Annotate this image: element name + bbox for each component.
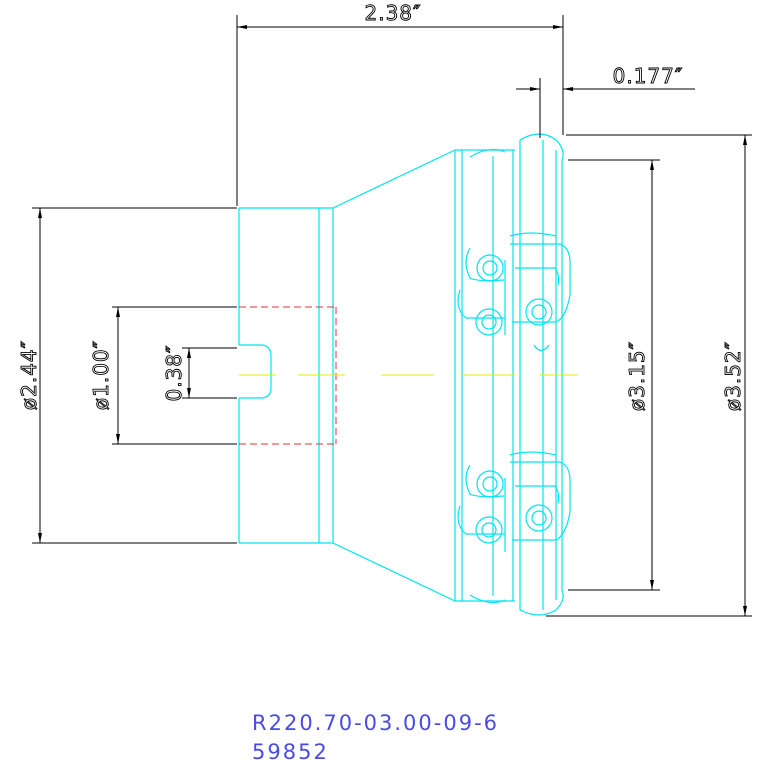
dim-pilot-diameter [112, 306, 237, 445]
clamp-screws [475, 254, 553, 544]
dim-shank-diameter-label: ø2.44″ [17, 340, 41, 410]
lower-insert-cassette [457, 451, 571, 552]
dim-flange-thickness [516, 78, 695, 138]
upper-insert-cassette [457, 232, 571, 335]
dim-body-diameter-label: ø3.52″ [721, 341, 745, 411]
dimension-lines [32, 15, 752, 617]
dim-shank-diameter [32, 207, 237, 544]
dim-cutting-diameter-label: ø3.15″ [625, 341, 649, 411]
dim-pilot-diameter-label: ø1.00″ [89, 340, 113, 410]
dim-overall-length-label: 2.38″ [364, 1, 421, 25]
dim-flange-thickness-label: 0.177″ [613, 64, 684, 88]
dim-keyway-width-label: 0.38″ [162, 344, 186, 401]
dim-body-diameter [546, 134, 752, 617]
part-number: R220.70-03.00-09-6 [252, 711, 500, 735]
item-number: 59852 [252, 740, 329, 764]
dim-overall-length [236, 15, 564, 206]
keyway-slot [239, 344, 272, 399]
dim-keyway-width [182, 347, 237, 399]
dim-cutting-diameter [568, 159, 660, 591]
